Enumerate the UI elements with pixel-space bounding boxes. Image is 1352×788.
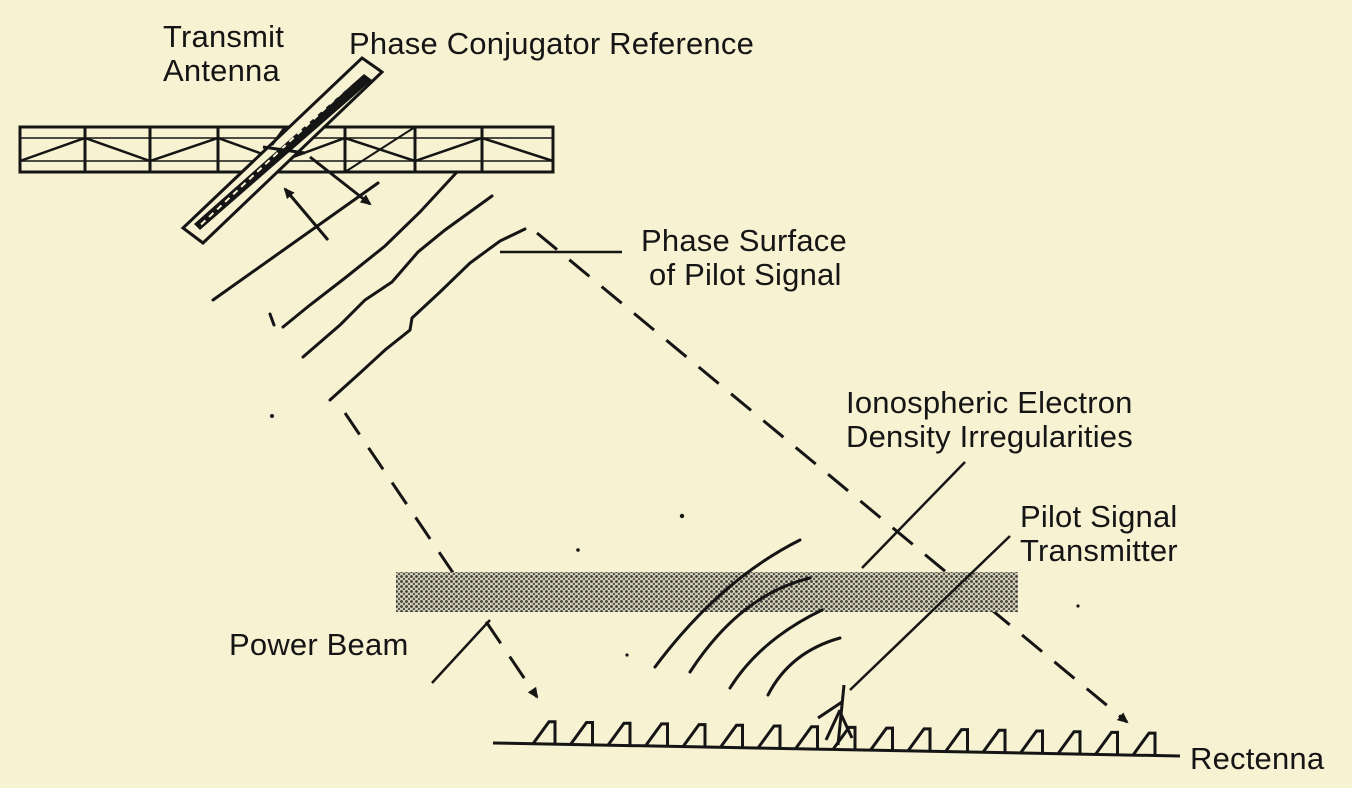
rectenna-element (644, 722, 669, 747)
phase-surface-line-1: Phase Surface (641, 223, 847, 258)
rectenna-element (944, 728, 969, 753)
pilot-signal-arcs (653, 538, 842, 697)
phase-conjugator-reference-label: Phase Conjugator Reference (349, 26, 755, 61)
transmit-antenna-pointer (270, 126, 287, 146)
rectenna-element (906, 727, 932, 752)
rectenna-element (719, 723, 744, 749)
rectenna-element (606, 721, 632, 747)
ionospheric-line-1: Ionospheric Electron (846, 385, 1133, 420)
rectenna-element (569, 721, 594, 746)
pilot-signal-transmitter-antenna (817, 684, 854, 746)
ionospheric-line-2: Density Irregularities (846, 419, 1133, 454)
rectenna-element (756, 724, 782, 749)
rectenna-element (681, 723, 707, 748)
rectenna-element (794, 725, 819, 750)
transmit-antenna-label: Transmit Antenna (163, 20, 284, 88)
power-beam-label: Power Beam (229, 627, 409, 662)
transmit-antenna-array (180, 56, 385, 245)
transmit-antenna-line-1: Transmit (163, 19, 285, 54)
power-beam-pointer (431, 619, 491, 684)
ionospheric-pointer (861, 461, 966, 569)
rectenna-element (981, 728, 1007, 754)
phase-surface-label: Phase Surface of Pilot Signal (641, 224, 847, 292)
phase-surface-wavefronts (211, 170, 527, 402)
pilot-signal-transmitter-label: Pilot Signal Transmitter (1020, 500, 1178, 568)
rectenna (492, 720, 1181, 758)
rectenna-element (831, 725, 857, 751)
rectenna-element (1019, 729, 1044, 754)
rectenna-element (1094, 730, 1119, 756)
pilot-transmitter-line-2: Transmitter (1020, 533, 1178, 568)
power-beam-left-edge (343, 412, 539, 699)
phase-surface-line-2: of Pilot Signal (649, 257, 842, 292)
power-beam-right-edge (536, 231, 1129, 724)
ionospheric-irregularities-label: Ionospheric Electron Density Irregularit… (846, 386, 1133, 454)
transmit-antenna-line-2: Antenna (163, 53, 280, 88)
rectenna-element (531, 720, 557, 745)
pilot-transmitter-line-1: Pilot Signal (1020, 499, 1178, 534)
rectenna-label: Rectenna (1190, 741, 1325, 776)
beam-boundaries (343, 231, 1129, 724)
scan-specks (270, 414, 1080, 657)
rectenna-element (1131, 731, 1157, 756)
rectenna-element (1056, 730, 1082, 755)
pilot-transmitter-pointer (849, 535, 1011, 691)
rectenna-element (869, 726, 894, 751)
